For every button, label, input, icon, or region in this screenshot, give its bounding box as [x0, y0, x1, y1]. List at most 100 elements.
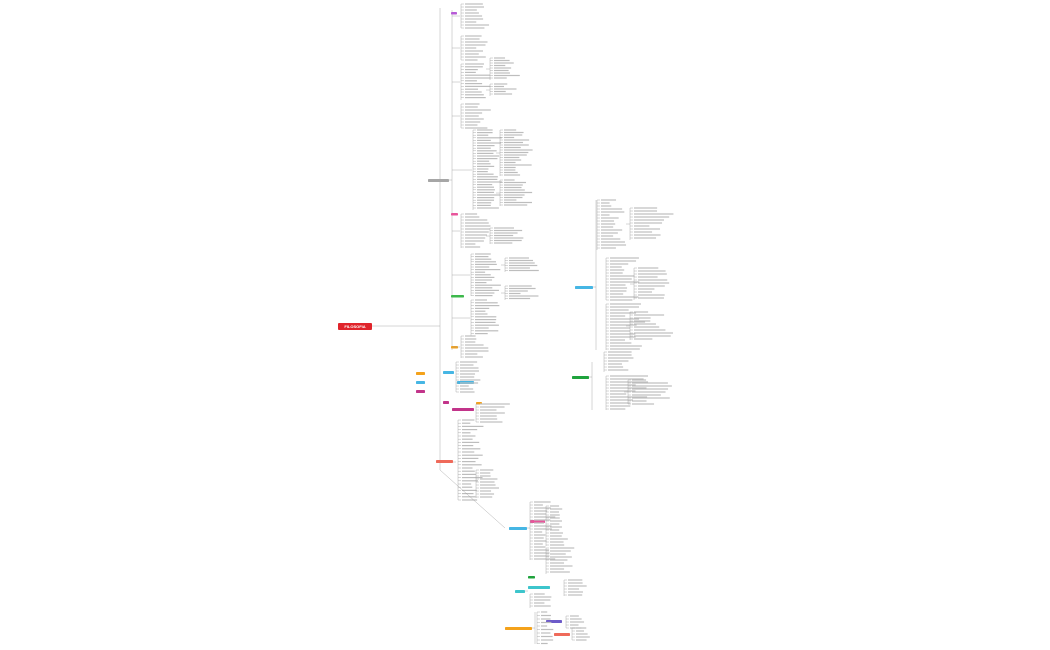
- topic-node-lower-teal-2[interactable]: [528, 586, 550, 589]
- topic-node-pink[interactable]: [451, 213, 458, 216]
- branch-a5-leaf: [465, 216, 480, 218]
- branch-a4-leaf: [477, 132, 493, 134]
- branch-c4-leaf: [610, 399, 633, 401]
- topic-node-lower-pink[interactable]: [530, 520, 545, 523]
- branch-a-deep0-leaf: [494, 59, 510, 62]
- branch-a-deep2-leaf: [504, 169, 516, 171]
- branch-c-deep2-leaf: [634, 329, 666, 331]
- topic-node-green[interactable]: [451, 295, 464, 298]
- branch-d5-leaf: [570, 615, 579, 617]
- branch-d1-leaf: [550, 544, 565, 546]
- branch-b0-leaf: [460, 385, 469, 387]
- branch-a-deep3-leaf: [504, 196, 523, 199]
- branch-d3-leaf: [568, 585, 587, 587]
- branch-c2-leaf: [610, 312, 637, 314]
- branch-a3-leaf: [465, 118, 484, 120]
- topic-node-lower-orange[interactable]: [505, 627, 532, 630]
- branch-a-deep3-leaf: [504, 181, 527, 184]
- branch-a2-leaf: [465, 69, 478, 71]
- branch-c1-leaf: [610, 263, 629, 265]
- branch-a4-leaf: [477, 178, 498, 180]
- branch-d1-leaf: [550, 508, 563, 510]
- branch-c-deep0-leaf: [634, 210, 658, 212]
- branch-a4-leaf: [477, 150, 497, 152]
- branch-d3-leaf: [568, 588, 580, 590]
- branch-d0-leaf: [534, 528, 552, 530]
- branch-c4-leaf: [610, 378, 644, 380]
- lower-connector: [439, 469, 506, 529]
- branch-a4-leaf: [477, 199, 495, 201]
- branch-c1-leaf: [610, 290, 627, 292]
- tag-magenta[interactable]: [416, 390, 425, 393]
- topic-node-grey[interactable]: [428, 179, 449, 182]
- branch-d1-leaf: [550, 529, 560, 531]
- topic-node-lower-coral[interactable]: [554, 633, 570, 636]
- branch-c0-leaf: [601, 208, 623, 210]
- branch-c3-leaf: [608, 360, 629, 362]
- branch-c3-leaf: [608, 351, 632, 353]
- topic-node-salmon[interactable]: [436, 460, 453, 463]
- branch-a6-leaf: [475, 295, 493, 297]
- topic-node-purple[interactable]: [451, 12, 457, 15]
- branch-b2-leaf: [462, 473, 476, 475]
- branch-a1-leaf: [465, 53, 479, 55]
- branch-a2-leaf: [465, 85, 491, 87]
- branch-d4-leaf: [534, 599, 551, 601]
- branch-a7-leaf: [475, 327, 489, 329]
- branch-d2-leaf: [550, 571, 570, 573]
- branch-a1-leaf: [465, 41, 488, 43]
- branch-a4-leaf: [477, 181, 503, 183]
- branch-b2-leaf: [462, 454, 483, 456]
- branch-a7-leaf: [475, 313, 488, 315]
- branch-c1-leaf: [610, 272, 623, 274]
- branch-d1-leaf: [550, 526, 562, 528]
- branch-a1-leaf: [465, 38, 480, 40]
- branch-b2-leaf: [462, 451, 475, 453]
- branch-d3-leaf: [568, 591, 583, 593]
- branch-a4-leaf: [477, 173, 494, 175]
- branch-a-deep2-leaf: [504, 141, 524, 144]
- branch-d2-leaf: [550, 568, 565, 570]
- branch-d7-leaf: [541, 639, 554, 641]
- branch-c0-leaf: [601, 217, 619, 219]
- branch-a-deep2-leaf: [504, 159, 522, 161]
- tag-blue[interactable]: [416, 381, 425, 384]
- branch-a-deep4-leaf: [494, 227, 514, 229]
- branch-c-deep1-leaf: [638, 294, 665, 296]
- branch-a-deep2-leaf: [504, 146, 521, 149]
- root-node[interactable]: FILOSOFIA ANTICA: [338, 323, 372, 336]
- branch-b3-leaf: [480, 478, 498, 480]
- branch-b2-leaf: [462, 438, 473, 440]
- branch-c-deep2-leaf: [634, 311, 649, 313]
- topic-node-right-blue[interactable]: [575, 286, 593, 289]
- branch-a8-leaf: [465, 347, 489, 349]
- topic-node-magenta[interactable]: [443, 401, 449, 404]
- branch-a5-leaf: [465, 222, 489, 224]
- topic-node-lower-blue[interactable]: [509, 527, 527, 530]
- branch-c-deep3-leaf: [632, 385, 672, 387]
- branch-a-deep2-leaf: [504, 149, 533, 151]
- topic-node-magenta-2[interactable]: [452, 408, 474, 411]
- branch-c2-leaf: [610, 303, 641, 305]
- topic-node-lower-green[interactable]: [528, 576, 535, 579]
- branch-c1-leaf: [610, 260, 637, 262]
- branch-a-deep6-leaf: [509, 285, 532, 287]
- branch-d0-leaf: [534, 516, 556, 518]
- branch-c-deep0-leaf: [634, 228, 661, 230]
- topic-node-blue[interactable]: [443, 371, 454, 374]
- topic-node-orange[interactable]: [451, 346, 458, 349]
- topic-node-lower-teal[interactable]: [515, 590, 525, 593]
- branch-a4-leaf: [477, 189, 495, 191]
- branch-a7-leaf: [475, 302, 498, 304]
- branch-c0-leaf: [601, 235, 614, 237]
- branch-a8-leaf: [465, 335, 476, 337]
- branch-d7-leaf: [541, 632, 551, 634]
- branch-a4-leaf: [477, 160, 490, 162]
- branch-a-deep2-leaf: [504, 164, 532, 166]
- topic-node-right-green[interactable]: [572, 376, 589, 379]
- branch-a8-leaf: [465, 356, 483, 358]
- tag-orange[interactable]: [416, 372, 425, 375]
- branch-a6-leaf: [475, 287, 493, 289]
- branch-a-deep3-leaf: [504, 189, 525, 191]
- branch-a6-leaf: [475, 289, 499, 291]
